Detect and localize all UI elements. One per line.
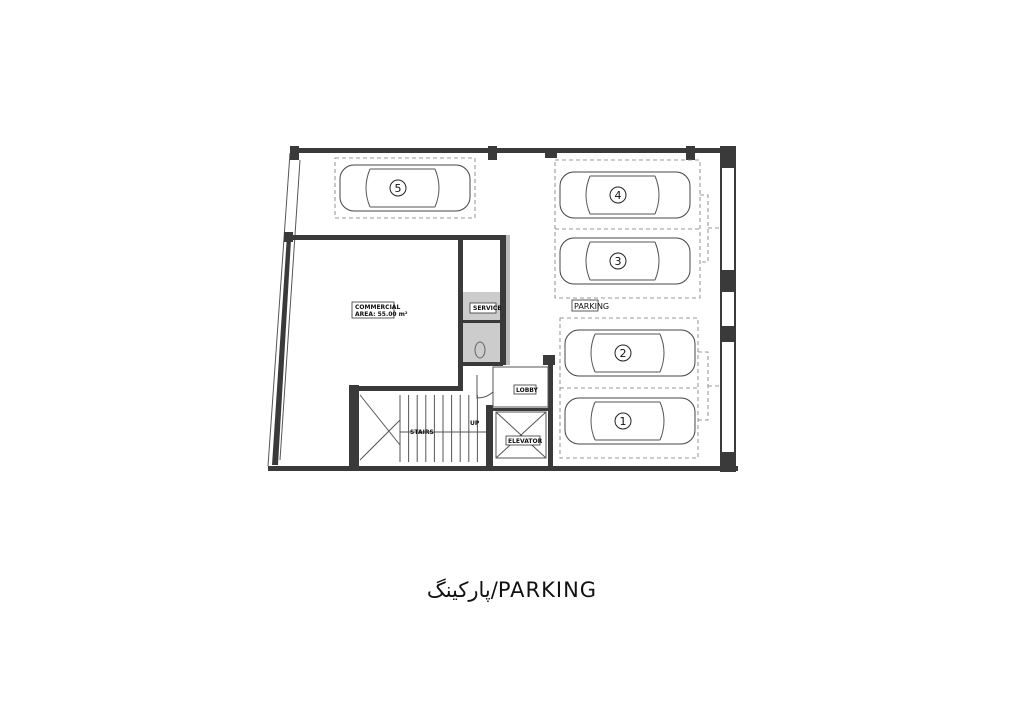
stairs-label: STAIRS — [410, 429, 434, 436]
car-3: 3 — [559, 237, 691, 285]
commercial-room — [272, 232, 510, 465]
commercial-label: COMMERCIAL — [355, 304, 400, 311]
elevator: ELEVATOR — [493, 408, 548, 459]
car-5: 5 — [339, 164, 471, 212]
car-number: 4 — [615, 189, 622, 202]
commercial-area: AREA: 55.00 m² — [355, 311, 408, 318]
plan-caption: پارکینگ/PARKING — [426, 578, 598, 602]
elevator-label: ELEVATOR — [508, 438, 543, 445]
car-1: 1 — [564, 397, 696, 445]
car-number: 3 — [615, 255, 622, 268]
service-label: SERVICE — [473, 305, 501, 312]
car-number: 5 — [395, 182, 402, 195]
car-2: 2 — [564, 329, 696, 377]
service-room: SERVICE — [463, 292, 503, 366]
car-number: 2 — [620, 347, 627, 360]
up-label: UP — [470, 420, 480, 427]
car-number: 1 — [620, 415, 627, 428]
parking-label: PARKING — [574, 302, 609, 311]
lobby-label: LOBBY — [516, 387, 539, 394]
lobby: LOBBY — [476, 355, 555, 470]
building-outline — [267, 146, 738, 472]
parking-stalls: PARKING — [334, 157, 720, 459]
car-4: 4 — [559, 171, 691, 219]
stairs: STAIRS UP — [349, 385, 493, 470]
